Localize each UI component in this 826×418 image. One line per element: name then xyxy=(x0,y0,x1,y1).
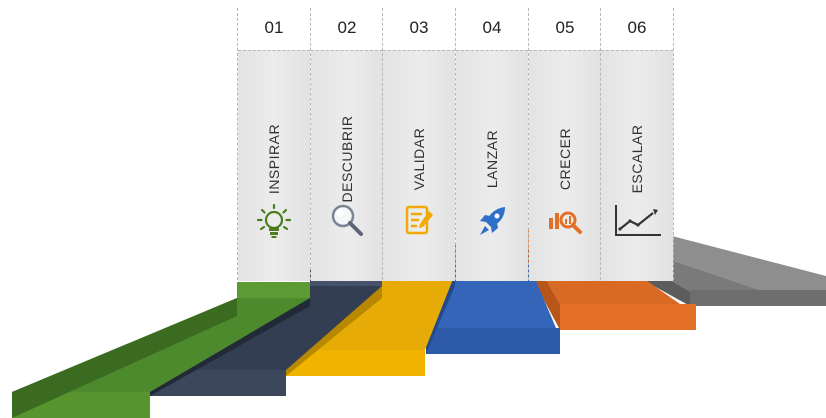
step-number: 01 xyxy=(264,18,284,37)
step-01-platform xyxy=(12,282,310,418)
checklist-edit-icon xyxy=(399,201,439,241)
step-label: CRECER xyxy=(557,127,573,191)
bar-chart-magnifier-icon xyxy=(545,201,585,241)
step-label: INSPIRAR xyxy=(266,123,282,195)
step-02-column: 02 DESCUBRIR xyxy=(310,8,383,281)
step-04-column: 04 LANZAR xyxy=(455,8,528,281)
step-panel: ESCALAR xyxy=(601,50,673,281)
step-number: 04 xyxy=(482,18,502,37)
step-label: DESCUBRIR xyxy=(339,115,355,203)
rocket-icon xyxy=(472,201,512,241)
step-label: ESCALAR xyxy=(629,124,645,194)
step-label: LANZAR xyxy=(484,129,500,189)
step-05-column: 05 CRECER xyxy=(528,8,601,281)
magnifier-icon xyxy=(327,201,367,241)
step-panel: INSPIRAR xyxy=(238,50,310,281)
step-03-column: 03 VALIDAR xyxy=(382,8,455,281)
step-number: 02 xyxy=(337,18,357,37)
step-number: 06 xyxy=(627,18,647,37)
step-number: 03 xyxy=(409,18,429,37)
step-panel: CRECER xyxy=(529,50,601,281)
step-panel: VALIDAR xyxy=(383,50,455,281)
line-chart-icon xyxy=(611,201,663,241)
step-number: 05 xyxy=(555,18,575,37)
step-panel: LANZAR xyxy=(456,50,528,281)
step-panel: DESCUBRIR xyxy=(311,50,383,281)
step-label: VALIDAR xyxy=(411,127,427,191)
lightbulb-icon xyxy=(254,201,294,241)
step-01-column: 01 INSPIRAR xyxy=(237,8,310,281)
step-06-column: 06 ESCALAR xyxy=(600,8,674,281)
